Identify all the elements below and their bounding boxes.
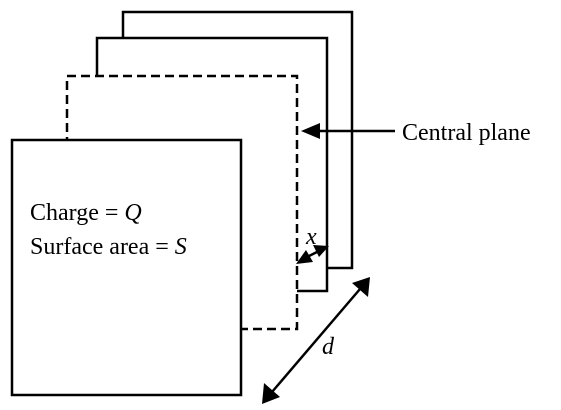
charge-label-prefix: Charge = — [30, 200, 124, 226]
charge-label: Charge = Q — [30, 200, 142, 226]
offset-x-label: x — [305, 224, 317, 250]
surface-area-symbol: S — [175, 234, 187, 260]
separation-d-label: d — [322, 334, 335, 360]
surface-area-label: Surface area = S — [30, 234, 187, 260]
central-plane-label: Central plane — [402, 120, 531, 146]
separation-d-arrow — [262, 277, 370, 404]
front-plate — [10, 138, 243, 397]
central-plane-pointer-arrow — [301, 123, 395, 139]
surface-area-prefix: Surface area = — [30, 234, 175, 260]
charge-symbol: Q — [124, 200, 141, 226]
offset-x-arrow — [296, 245, 329, 264]
